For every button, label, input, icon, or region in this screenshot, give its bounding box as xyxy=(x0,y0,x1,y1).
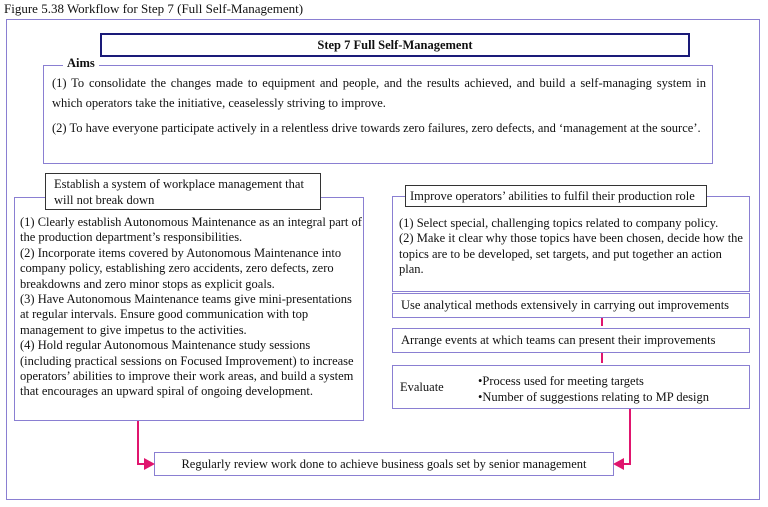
arrowhead-icon xyxy=(144,458,155,470)
aims-list: (1) To consolidate the changes made to e… xyxy=(52,73,706,143)
outer-frame xyxy=(6,19,760,500)
right-title: Improve operators’ abilities to fulfil t… xyxy=(405,185,707,207)
connector-line xyxy=(137,421,150,465)
left-item: (4) Hold regular Autonomous Maintenance … xyxy=(20,338,354,399)
figure-caption: Figure 5.38 Workflow for Step 7 (Full Se… xyxy=(4,1,304,16)
aim-item: (1) To consolidate the changes made to e… xyxy=(52,76,706,110)
arrowhead-icon xyxy=(613,458,624,470)
connector-line xyxy=(618,409,631,465)
right-item: (1) Select special, challenging topics r… xyxy=(399,216,719,230)
evaluate-item: •Process used for meeting targets xyxy=(478,374,644,388)
present-events-box: Arrange events at which teams can presen… xyxy=(392,328,750,353)
right-item: (2) Make it clear why those topics have … xyxy=(399,231,743,277)
step-title: Step 7 Full Self-Management xyxy=(100,33,690,57)
left-item: (2) Incorporate items covered by Autonom… xyxy=(20,245,342,291)
left-item: (3) Have Autonomous Maintenance teams gi… xyxy=(20,292,352,337)
right-list: (1) Select special, challenging topics r… xyxy=(399,216,745,278)
evaluate-list: •Process used for meeting targets •Numbe… xyxy=(478,373,709,405)
evaluate-label: Evaluate xyxy=(400,380,444,394)
aims-box xyxy=(43,65,713,164)
evaluate-box xyxy=(392,365,750,409)
evaluate-item: •Number of suggestions relating to MP de… xyxy=(478,390,709,404)
aim-item: (2) To have everyone participate activel… xyxy=(52,121,701,135)
analytical-methods-box: Use analytical methods extensively in ca… xyxy=(392,293,750,318)
left-item: (1) Clearly establish Autonomous Mainten… xyxy=(20,215,362,245)
left-title: Establish a system of workplace manageme… xyxy=(45,173,321,210)
left-list: (1) Clearly establish Autonomous Mainten… xyxy=(20,215,362,400)
aims-label: Aims xyxy=(63,56,99,71)
